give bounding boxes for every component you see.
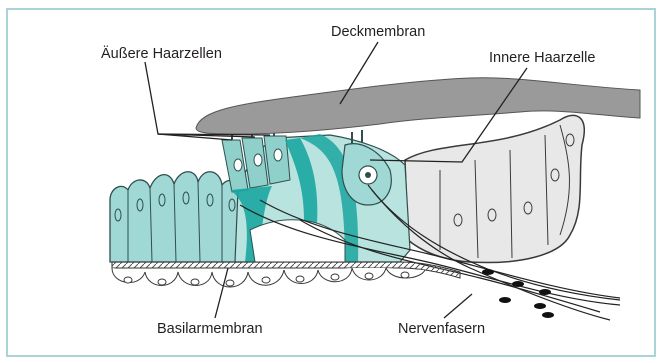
organ-of-corti bbox=[222, 124, 410, 262]
label-basilarmembran: Basilarmembran bbox=[157, 321, 263, 337]
label-aeussere-haarzellen: Äußere Haarzellen bbox=[101, 45, 222, 62]
label-innere-haarzelle: Innere Haarzelle bbox=[489, 50, 595, 66]
nerve-nodes bbox=[482, 269, 554, 318]
supporting-cells-left bbox=[110, 172, 240, 262]
supporting-cells-right bbox=[405, 115, 584, 262]
tympanic-cells bbox=[112, 268, 425, 287]
label-nervenfasern: Nervenfasern bbox=[398, 321, 485, 337]
label-deckmembran: Deckmembran bbox=[331, 24, 425, 40]
